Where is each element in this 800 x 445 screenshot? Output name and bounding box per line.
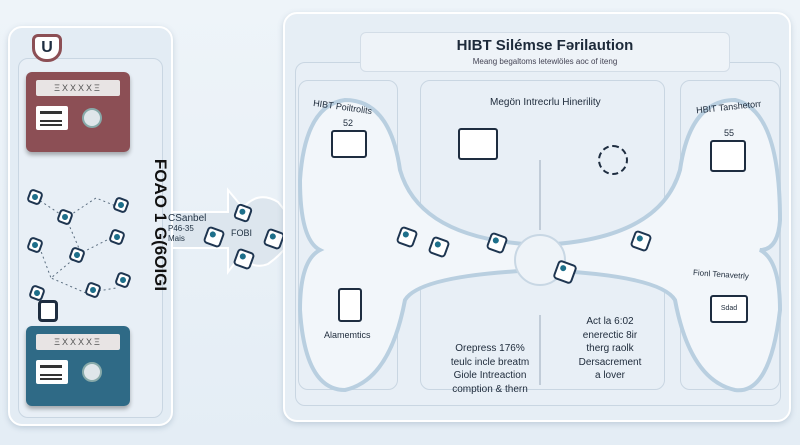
tablet-icon	[338, 288, 362, 322]
card-strip: ΞXXXXΞ	[36, 80, 120, 96]
gear-icon	[82, 108, 102, 128]
text-line: Orepress 176%	[455, 343, 525, 354]
text-line: a lover	[594, 370, 625, 381]
dashboard-icon	[331, 130, 367, 158]
diagram-subtitle: Meang begaltoms letewlöles aoc of iteng	[472, 57, 618, 66]
card-teal: ΞXXXXΞ	[26, 326, 130, 406]
connector-nodes-icon	[598, 145, 628, 175]
card-strip: ΞXXXXΞ	[36, 334, 120, 350]
monitor-icon: Sdad	[710, 295, 748, 323]
text-line: therg raolk	[586, 343, 634, 354]
text-line: teulc incle breatm	[450, 356, 530, 368]
text-line: Act la 6:02	[586, 316, 634, 327]
card-maroon: ΞXXXXΞ	[26, 72, 130, 152]
diagram-title: HIBT Silémse Fǝrilaution	[456, 37, 634, 54]
vertical-label: FOAO 1 G(6OIGI	[151, 158, 170, 292]
arrow-text: CSanbel P46-35 Mais	[168, 214, 206, 244]
arrow-badge: FOBI	[231, 228, 253, 238]
text-line: comption & thern	[452, 383, 528, 395]
top-center-title: Megön Intrecrlu Hinerility	[490, 97, 601, 108]
document-icon	[36, 106, 68, 130]
shield-logo-icon: U	[32, 34, 62, 62]
arrow-text-line: Mais	[168, 234, 185, 243]
header-bar: HIBT Silémse Fǝrilaution Meang begaltoms…	[360, 32, 730, 72]
text-line: enerectic 8ir	[582, 329, 638, 341]
bottom-center-left-text: Orepress 176% teulc incle breatm Giole I…	[430, 342, 550, 396]
node-network	[26, 178, 136, 313]
text-line: Giole Intreaction	[453, 370, 527, 381]
gear-icon	[82, 362, 102, 382]
arrow-text-line: P46-35	[168, 224, 194, 233]
top-right-value: 55	[724, 128, 735, 138]
logo-letter: U	[41, 39, 53, 56]
document-list-icon	[710, 140, 746, 172]
arrow-text-line: CSanbel	[168, 213, 207, 224]
bottom-center-right-text: Act la 6:02 enerectic 8ir therg raolk De…	[565, 315, 655, 383]
lock-icon	[38, 300, 58, 322]
presentation-icon	[458, 128, 498, 160]
bottom-left-title: Alamemtics	[324, 330, 371, 340]
flow-shape	[297, 97, 783, 393]
document-icon	[36, 360, 68, 384]
monitor-screen-label: Sdad	[720, 305, 738, 312]
top-left-value: 52	[343, 118, 354, 128]
text-line: Dersacrement	[578, 356, 642, 368]
left-panel: U ΞXXXXΞ ΞXXXXΞ	[8, 26, 173, 426]
